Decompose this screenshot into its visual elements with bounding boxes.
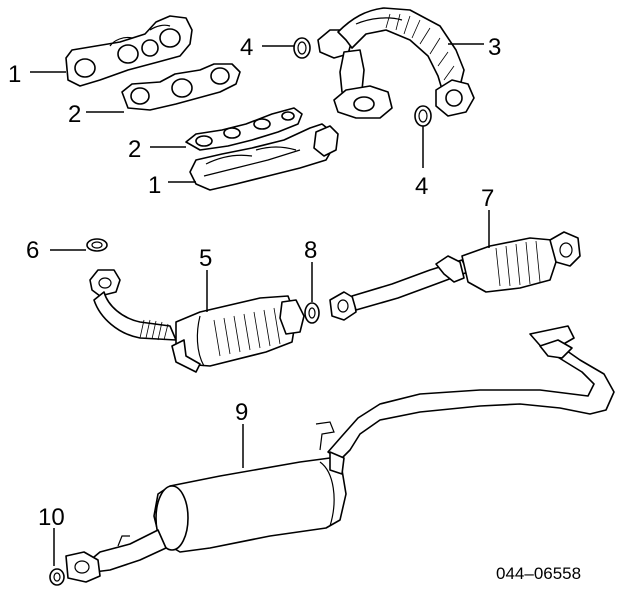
manifold-gasket-upper [121, 63, 241, 111]
leader-lines [30, 43, 490, 566]
center-pipe-rear-converter [329, 231, 581, 321]
callout-2-bottom: 2 [128, 136, 141, 163]
gasket-ring-upper [293, 37, 311, 59]
callout-4-top: 4 [240, 34, 253, 61]
callout-9: 9 [235, 399, 248, 426]
gasket-ring-8 [304, 302, 320, 324]
callout-10: 10 [38, 504, 65, 531]
gasket-ring-lower [414, 105, 432, 127]
gasket-ring-10 [49, 568, 65, 586]
exhaust-manifold-lower [189, 123, 339, 191]
callout-1-top: 1 [8, 61, 21, 88]
callout-2-top: 2 [68, 101, 81, 128]
callout-8: 8 [304, 237, 317, 264]
exhaust-manifold-upper [65, 15, 193, 87]
callout-numbers: 1 2 2 1 4 3 4 6 5 8 7 9 10 [8, 34, 501, 531]
diagram-code: 044–06558 [496, 564, 581, 583]
callout-6: 6 [26, 237, 39, 264]
manifold-gasket-lower [185, 107, 303, 151]
callout-1-bottom: 1 [148, 172, 161, 199]
gasket-ring-6 [86, 238, 108, 252]
front-catalytic-converter [89, 269, 305, 373]
callout-7: 7 [481, 185, 494, 212]
callout-4-bottom: 4 [415, 173, 428, 200]
front-exhaust-y-pipe [317, 7, 475, 119]
callout-3: 3 [488, 34, 501, 61]
tailpipe-muffler-assembly [65, 325, 615, 583]
callout-5: 5 [199, 245, 212, 272]
